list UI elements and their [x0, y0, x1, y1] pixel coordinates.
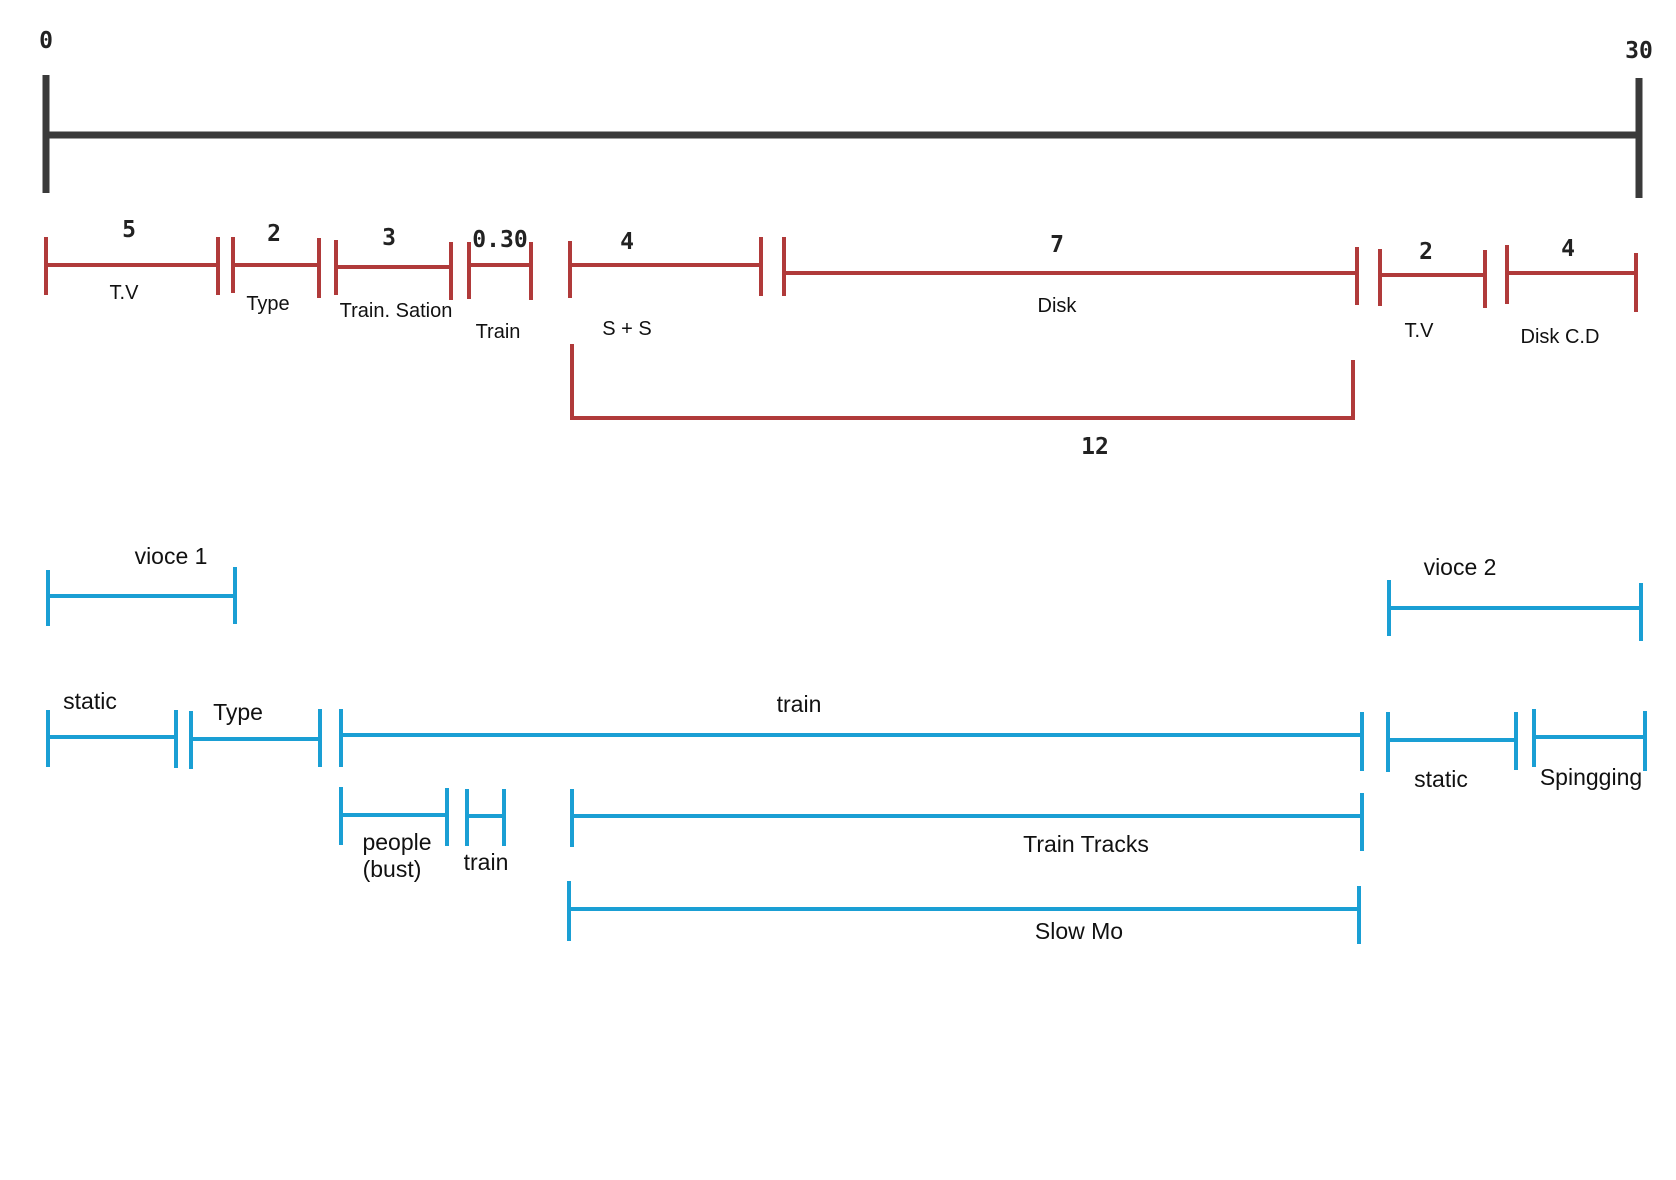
segment-label: people — [362, 829, 431, 855]
segment-duration: 4 — [620, 229, 634, 255]
audio-segment-train: train — [339, 691, 1364, 771]
timeline-start-label: 0 — [39, 28, 53, 54]
segment-label: static — [1414, 766, 1468, 792]
segment-label: static — [63, 688, 117, 714]
visual-segment-train: 0.30 Train — [467, 227, 533, 343]
segment-label: train — [777, 691, 822, 717]
timeline-end-label: 30 — [1625, 38, 1653, 64]
visual-segment-type: 2 Type — [231, 221, 321, 315]
segment-label: train — [464, 849, 509, 875]
segment-duration: 2 — [1419, 239, 1433, 265]
visual-segment-train-station: 3 Train. Sation — [334, 225, 453, 322]
audio-segment-slow-mo: Slow Mo — [567, 881, 1361, 944]
audio-segment-static: static — [46, 688, 178, 768]
segment-duration: 2 — [267, 221, 281, 247]
visual-segment-s-plus-s: 4 S + S — [568, 229, 763, 340]
segment-label: Train. Sation — [340, 300, 453, 322]
audio-segment-train-tracks: Train Tracks — [570, 789, 1364, 857]
segment-label: vioce 2 — [1424, 554, 1497, 580]
segment-label: S + S — [602, 318, 651, 340]
segment-label: T.V — [1405, 320, 1435, 342]
audio-segment-voice-2: vioce 2 — [1387, 554, 1643, 641]
bracket-duration: 12 — [1081, 434, 1109, 460]
segment-label-line-2: (bust) — [363, 856, 422, 882]
bracket-line — [570, 344, 1355, 420]
segment-label: Slow Mo — [1035, 918, 1123, 944]
main-timeline: 0 30 — [39, 28, 1653, 198]
visual-segment-disk: 7 Disk — [782, 232, 1359, 317]
segment-label: Type — [246, 293, 289, 315]
segment-duration: 7 — [1050, 232, 1064, 258]
visual-track: 5 T.V 2 Type 3 Train. Sation 0.30 Train — [44, 217, 1638, 460]
audio-segment-voice-1: vioce 1 — [46, 543, 237, 626]
audio-segment-people-bust: people (bust) — [339, 787, 449, 882]
segment-label: Train — [476, 321, 521, 343]
visual-bracket-12: 12 — [570, 344, 1355, 460]
segment-duration: 5 — [122, 217, 136, 243]
segment-duration: 0.30 — [472, 227, 527, 253]
audio-segment-type: Type — [189, 699, 322, 769]
segment-duration: 3 — [382, 225, 396, 251]
segment-label: Type — [213, 699, 263, 725]
visual-segment-tv-2: 2 T.V — [1378, 239, 1487, 342]
segment-label: vioce 1 — [135, 543, 208, 569]
visual-segment-tv: 5 T.V — [44, 217, 220, 304]
segment-label: Spingging — [1540, 764, 1642, 790]
segment-label: T.V — [110, 282, 140, 304]
audio-segment-static-2: static — [1386, 712, 1518, 792]
visual-segment-disk-cd: 4 Disk C.D — [1505, 236, 1638, 348]
audio-segment-spinning: Spingging — [1532, 709, 1647, 790]
segment-label: Disk C.D — [1521, 326, 1600, 348]
audio-segment-train-2: train — [464, 789, 509, 875]
segment-label: Disk — [1038, 295, 1078, 317]
audio-track: vioce 1 vioce 2 static Type train — [46, 543, 1647, 944]
segment-label: Train Tracks — [1023, 831, 1149, 857]
segment-duration: 4 — [1561, 236, 1575, 262]
